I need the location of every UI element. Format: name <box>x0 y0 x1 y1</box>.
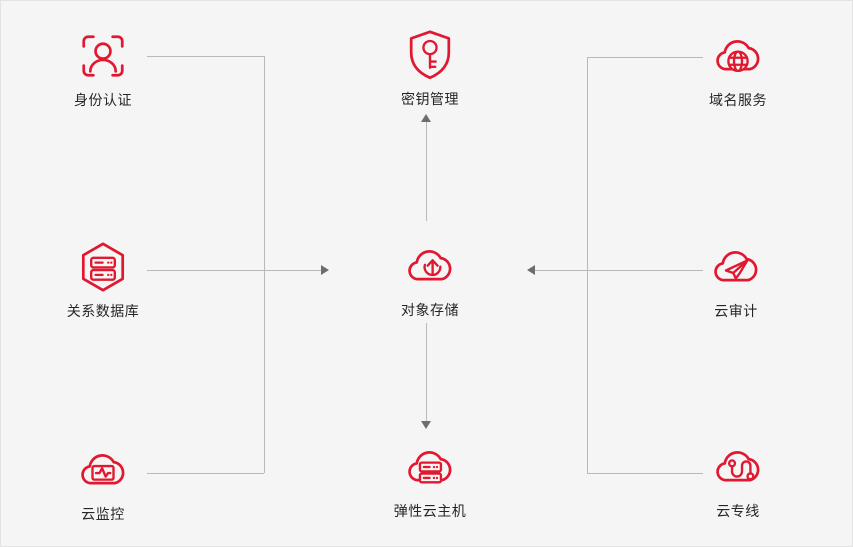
connector-left-middle <box>147 270 321 271</box>
arrowhead-into-storage-from-left <box>321 265 329 275</box>
node-label: 密钥管理 <box>401 91 459 107</box>
connector-storage-to-ecs <box>426 323 427 421</box>
cloud-monitor-icon <box>75 442 131 498</box>
cloud-upload-icon <box>402 238 458 294</box>
arrowhead-down-to-elastic-server <box>421 421 431 429</box>
connector-right-top <box>587 57 703 58</box>
node-domain-name-service: 域名服务 <box>668 28 808 110</box>
hexagon-database-icon <box>75 239 131 295</box>
cloud-paper-plane-icon <box>708 239 764 295</box>
node-cloud-monitor: 云监控 <box>33 442 173 524</box>
arrowhead-up-to-key-management <box>421 114 431 122</box>
node-label: 关系数据库 <box>66 303 140 319</box>
node-label: 身份认证 <box>74 92 132 108</box>
node-label: 对象存储 <box>401 302 459 318</box>
node-label: 云审计 <box>714 303 758 319</box>
face-scan-icon <box>75 28 131 84</box>
connector-right-bus <box>587 57 588 473</box>
node-label: 弹性云主机 <box>393 503 467 519</box>
node-label: 云监控 <box>81 506 125 522</box>
connector-right-middle <box>535 270 703 271</box>
node-cloud-direct-connect: 云专线 <box>668 439 808 521</box>
arrowhead-into-storage-from-right <box>527 265 535 275</box>
node-label: 域名服务 <box>709 92 767 108</box>
node-identity-auth: 身份认证 <box>33 28 173 110</box>
cloud-route-icon <box>710 439 766 495</box>
connector-storage-to-key <box>426 122 427 221</box>
connector-right-bottom <box>587 473 703 474</box>
node-object-storage: 对象存储 <box>360 238 500 320</box>
node-key-management: 密钥管理 <box>360 27 500 109</box>
cloud-server-icon <box>402 439 458 495</box>
shield-key-icon <box>402 27 458 83</box>
connector-left-bottom <box>147 473 264 474</box>
cloud-globe-icon <box>710 28 766 84</box>
node-label: 云专线 <box>716 503 760 519</box>
node-elastic-cloud-server: 弹性云主机 <box>360 439 500 521</box>
connector-left-top <box>147 56 264 57</box>
node-relational-database: 关系数据库 <box>33 239 173 321</box>
connector-left-bus <box>264 56 265 473</box>
node-cloud-audit: 云审计 <box>666 239 806 321</box>
